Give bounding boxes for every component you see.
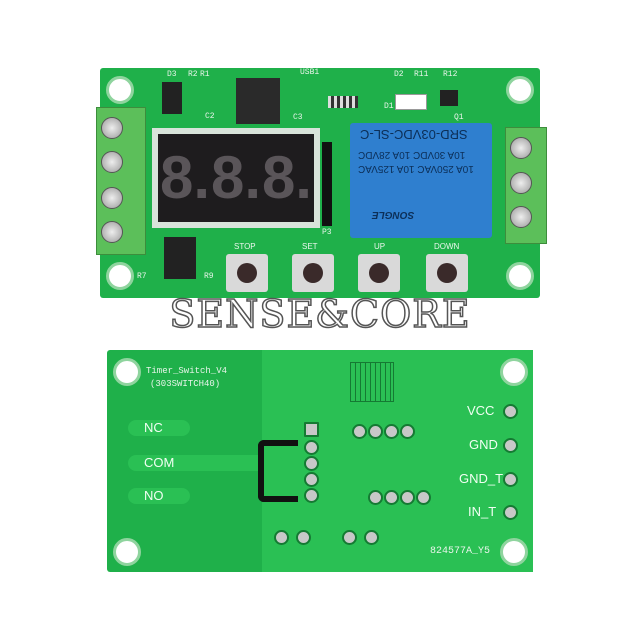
mount-hole [500,538,528,566]
relay: SRD-03VDC-SL-C 10A 250VAC 10A 125VAC 10A… [350,123,492,238]
display-digit: 8. [261,144,312,211]
silk-label: P3 [322,228,332,237]
mount-hole [106,262,134,290]
relay-model: SRD-03VDC-SL-C [360,127,468,142]
solder-pad [304,488,319,503]
solder-pad [368,424,383,439]
screw-terminal [101,187,123,209]
gnd-t-pad [503,472,518,487]
pin-label-nc: NC [144,420,163,435]
mount-hole [113,358,141,386]
silk-label: Q1 [454,113,464,122]
pin-label-vcc: VCC [467,403,495,418]
solder-pad [384,424,399,439]
silk-label: USB1 [300,68,320,77]
trace-com [128,455,283,471]
silk-label: C2 [205,112,215,121]
mount-hole [500,358,528,386]
set-button[interactable] [292,254,334,292]
button-label-up: UP [374,242,386,251]
pin-label-no: NO [144,488,164,503]
solder-pad [400,490,415,505]
optocoupler [164,237,196,279]
solder-pad [368,490,383,505]
mount-hole [506,262,534,290]
stop-button[interactable] [226,254,268,292]
seven-segment-display: 8. 8. 8. [152,128,320,228]
trace-no [128,488,190,504]
relay-brand: SONGLE [372,209,415,220]
solder-pad [296,530,311,545]
transistor-q1 [440,90,458,106]
mount-hole [113,538,141,566]
solder-pad [304,422,319,437]
display-digit: 8. [160,144,211,211]
isolation-slot [258,440,298,502]
screw-terminal [101,117,123,139]
pin-label-in-t: IN_T [468,504,497,519]
button-label-stop: STOP [234,242,256,251]
silk-label: D2 [394,70,404,79]
vcc-pad [503,404,518,419]
up-button[interactable] [358,254,400,292]
solder-pad [274,530,289,545]
pin-label-gnd: GND [469,437,498,452]
solder-pad [304,440,319,455]
screw-terminal [101,221,123,243]
silk-label: R1 [200,70,210,79]
silk-label: C3 [293,113,303,122]
solder-pad [304,472,319,487]
silk-label: D1 [384,102,394,111]
mount-hole [506,76,534,104]
solder-pad [352,424,367,439]
pin-label-com: COM [144,455,175,470]
diode-d1 [395,94,427,110]
solder-pad [384,490,399,505]
solder-pad [364,530,379,545]
solder-pad [400,424,415,439]
down-button[interactable] [426,254,468,292]
trace-nc [128,420,190,436]
relay-rating: 10A 250VAC 10A 125VAC [358,163,474,174]
solder-pad [416,490,431,505]
screw-terminal [510,137,532,159]
silk-label: R2 [188,70,198,79]
voltage-regulator [236,78,280,124]
board-code: (303SWITCH40) [150,379,221,389]
in-t-pad [503,505,518,520]
button-label-down: DOWN [434,242,460,251]
silk-label: R11 [414,70,429,79]
board-title: Timer_Switch_V4 [146,366,228,376]
serial-number: 824577A_Y5 [430,546,491,557]
silk-label: R12 [443,70,458,79]
pin-label-gnd-t: GND_T [459,471,504,486]
diode-d3 [162,82,182,114]
pin-header-p3 [322,142,332,226]
mount-hole [106,76,134,104]
button-label-set: SET [302,242,318,251]
silk-label: R9 [204,272,214,281]
solder-pad [304,456,319,471]
relay-rating: 10A 30VDC 10A 28VDC [358,149,466,160]
ic-footprint [350,362,394,402]
gnd-pad [503,438,518,453]
silk-label: R7 [137,272,147,281]
screw-terminal [510,172,532,194]
watermark: SENSE&CORE [169,291,471,337]
screw-terminal [510,206,532,228]
silk-label: D3 [167,70,177,79]
display-digit: 8. [210,144,262,211]
solder-pad [342,530,357,545]
usb-port [328,96,358,108]
screw-terminal [101,151,123,173]
